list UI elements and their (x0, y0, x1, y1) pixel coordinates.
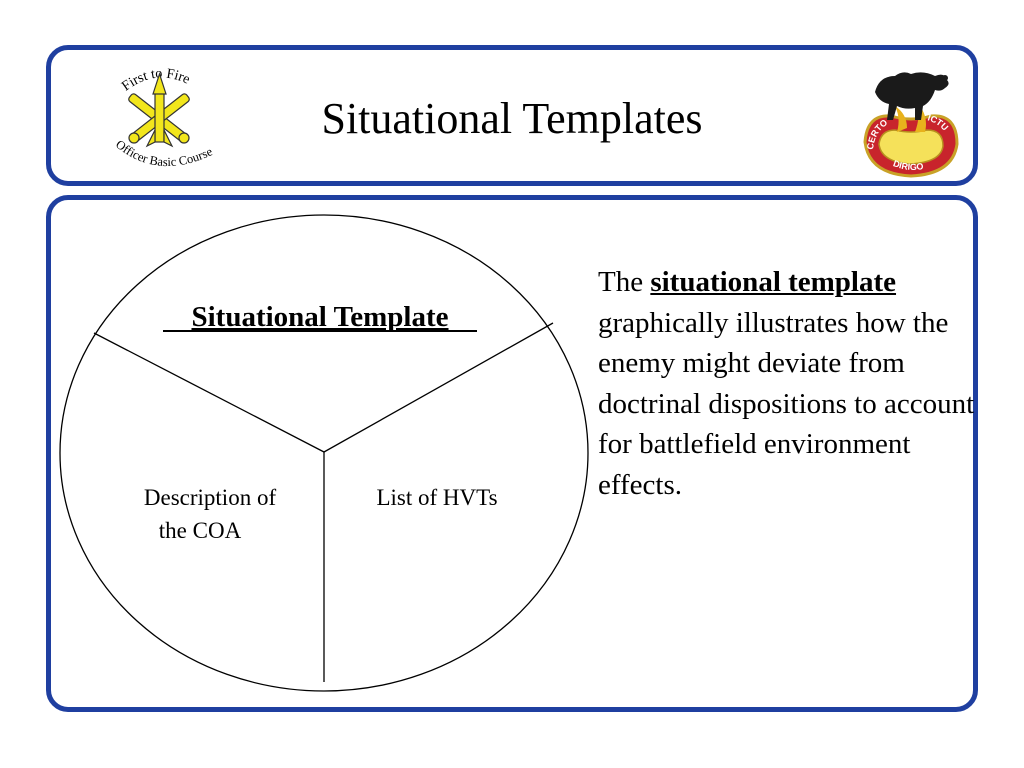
description-rest: graphically illustrates how the enemy mi… (598, 306, 975, 501)
diagram-heading: Situational Template (191, 301, 448, 333)
page-title: Situational Templates (321, 94, 703, 143)
right-section-label: List of HVTs (376, 485, 497, 510)
bear-crest-icon: CERTO ICTU DIRIGO (863, 72, 959, 178)
divider-right (323, 322, 554, 453)
description-prefix: The (598, 266, 651, 298)
divider-left (93, 332, 325, 453)
content-panel (46, 195, 978, 712)
artillery-crossed-cannons-icon: First to Fire Officer Basic Course (113, 66, 215, 169)
header-panel: First to Fire Officer Basic Course Situa… (46, 45, 978, 186)
left-section-line1: Description of (144, 485, 277, 510)
left-section-line2: the COA (159, 518, 242, 543)
diagram-circle (59, 214, 589, 692)
description-key-term: situational template (650, 266, 897, 298)
description-text: The situational template graphically ill… (598, 262, 978, 505)
